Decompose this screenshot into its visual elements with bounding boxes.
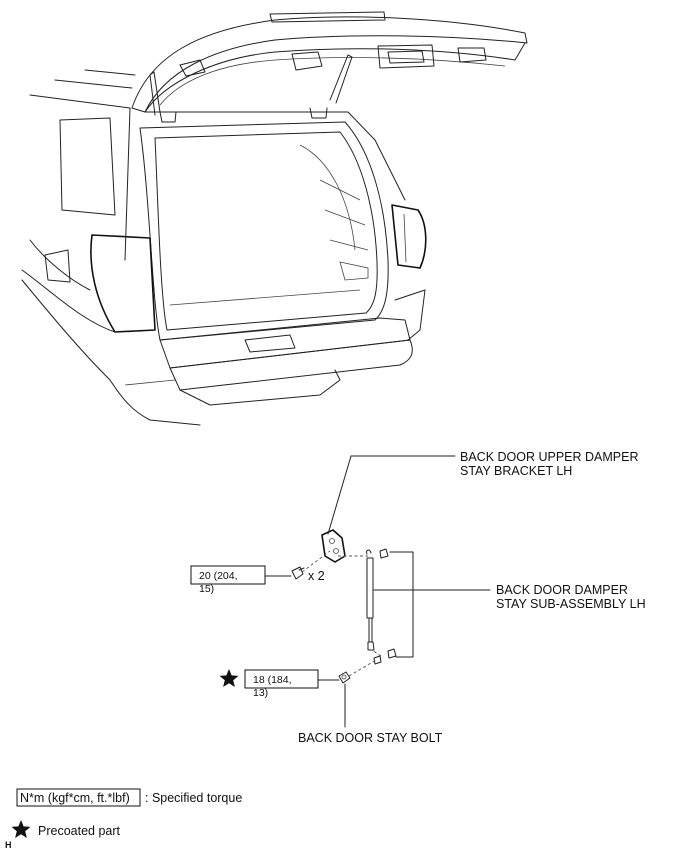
torque-spec-stay-bolt: 18 (184, 13) [244,669,319,699]
precoated-star-icon [219,669,239,687]
upper-bracket-label-line1: BACK DOOR UPPER DAMPER [460,450,639,464]
bracket-bolt-part [291,566,305,580]
legend-star-icon [11,820,31,838]
quantity-label: x 2 [308,569,325,583]
upper-damper-bracket-part [321,529,346,563]
corner-mark: H [5,840,12,850]
torque-spec-bracket-line1: 20 (204, [199,570,238,582]
upper-bracket-label-line2: STAY BRACKET LH [460,464,572,478]
parts-exploded-view [264,455,491,728]
torque-spec-bracket-line2: 15) [199,583,214,595]
legend-torque-desc: : Specified torque [145,791,242,805]
legend-precoated-desc: Precoated part [38,824,121,838]
legend-torque-unit: N*m (kgf*cm, ft.*lbf) [20,791,130,805]
damper-stay-label-line1: BACK DOOR DAMPER [496,583,628,597]
damper-stay-label-line2: STAY SUB-ASSEMBLY LH [496,597,646,611]
legend: N*m (kgf*cm, ft.*lbf) : Specified torque… [11,788,242,838]
damper-stay-part [366,548,397,665]
vehicle-rear-illustration [21,11,528,426]
stay-bolt-label: BACK DOOR STAY BOLT [298,731,443,745]
torque-spec-bracket-bolt: 20 (204, 15) [190,565,266,595]
stay-bolt-part [338,671,351,684]
torque-spec-stay-line2: 13) [253,687,268,699]
torque-spec-stay-line1: 18 (184, [253,674,292,686]
